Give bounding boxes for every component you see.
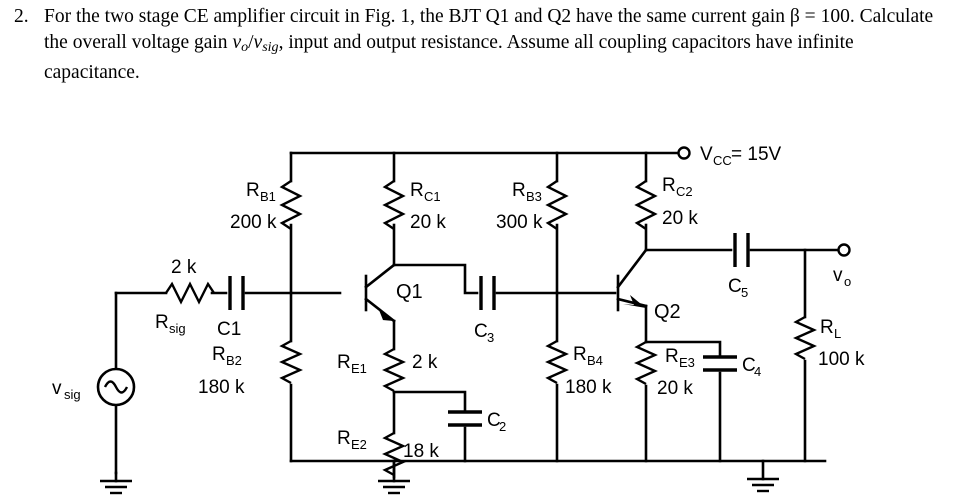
resistor-rb3: R B3 300 k xyxy=(496,180,569,233)
capacitor-c5: C 5 xyxy=(728,233,750,300)
label-c5-sub: 5 xyxy=(741,285,748,300)
symbol-vo-sub: o xyxy=(241,39,249,56)
symbol-slash: / xyxy=(248,32,254,53)
problem-line-1: For the two stage CE amplifier circuit i… xyxy=(44,6,816,27)
label-vsig-sub: sig xyxy=(64,387,81,402)
label-c1-main: C1 xyxy=(217,319,241,340)
resistor-rb4: R B4 180 k xyxy=(545,339,612,398)
label-rb1-value: 200 k xyxy=(230,212,277,233)
capacitor-c4: C 4 xyxy=(703,355,761,379)
label-rb1-sub: B1 xyxy=(260,189,276,204)
label-rl-main: R xyxy=(820,317,834,338)
label-rc2-value: 20 k xyxy=(662,208,698,229)
label-rb1-main: R xyxy=(246,180,260,201)
label-rl-sub: L xyxy=(834,326,841,341)
label-rc1-value: 20 k xyxy=(410,212,446,233)
resistor-rc1: R C1 20 k xyxy=(382,180,446,233)
label-rsig-sub: sig xyxy=(169,321,186,336)
label-rb3-main: R xyxy=(512,180,526,201)
label-rc1-sub: C1 xyxy=(424,189,441,204)
label-vsig-main: v xyxy=(52,378,62,399)
label-rc1-main: R xyxy=(410,180,424,201)
ground-source xyxy=(100,471,132,495)
label-c4-sub: 4 xyxy=(754,364,761,379)
resistor-re2: R E2 18 k xyxy=(337,428,439,477)
label-vout-main: v xyxy=(833,265,843,286)
transistor-q1: Q1 xyxy=(364,263,423,323)
problem-text: For the two stage CE amplifier circuit i… xyxy=(44,4,944,86)
label-c2-sub: 2 xyxy=(499,419,506,434)
label-re2-main: R xyxy=(337,428,351,449)
resistor-rc2: R C2 20 k xyxy=(634,175,698,230)
source-vsig: v sig xyxy=(52,367,136,407)
wire-c2-top-branch xyxy=(392,390,467,412)
vcc-terminal xyxy=(677,146,691,160)
symbol-vo-v: v xyxy=(232,32,242,53)
label-vout-sub: o xyxy=(844,274,851,289)
label-rc2-main: R xyxy=(662,175,676,196)
label-rb4-sub: B4 xyxy=(587,353,603,368)
label-rb2-main: R xyxy=(212,344,226,365)
label-vcc-value: = 15V xyxy=(731,144,782,165)
resistor-rl: R L 100 k xyxy=(793,315,865,370)
label-rb3-sub: B3 xyxy=(526,189,542,204)
resistor-rb1: R B1 200 k xyxy=(230,180,303,233)
capacitor-c3: C 3 xyxy=(474,276,496,345)
label-rb4-value: 180 k xyxy=(565,377,612,398)
problem-line-2-b: , input and output resistance. Assume al… xyxy=(278,32,667,53)
capacitor-c2: C 2 xyxy=(448,410,506,434)
label-rb4-main: R xyxy=(573,344,587,365)
label-c5-main: C xyxy=(728,276,742,297)
symbol-vsig-v: v xyxy=(253,32,263,53)
wire-c4-top-branch xyxy=(644,340,722,357)
label-rc2-sub: C2 xyxy=(676,184,693,199)
label-re3-main: R xyxy=(665,346,679,367)
capacitor-c1: C1 xyxy=(217,276,245,340)
label-rb2-value: 180 k xyxy=(198,377,245,398)
problem-statement: 2. For the two stage CE amplifier circui… xyxy=(0,0,958,86)
label-re3-value: 20 k xyxy=(657,378,693,399)
label-re2-sub: E2 xyxy=(351,437,367,452)
vout-terminal xyxy=(837,243,851,257)
label-rb2-sub: B2 xyxy=(226,353,242,368)
label-re2-value: 18 k xyxy=(403,441,439,462)
label-rsig-value: 2 k xyxy=(171,257,197,278)
label-vcc-main: V xyxy=(700,144,713,165)
resistor-re1: R E1 2 k xyxy=(337,347,438,393)
label-c3-sub: 3 xyxy=(487,330,494,345)
resistor-rb2: R B2 180 k xyxy=(198,339,303,398)
label-rb3-value: 300 k xyxy=(496,212,543,233)
label-rl-value: 100 k xyxy=(818,349,865,370)
ground-stage1 xyxy=(378,459,410,495)
circuit-schematic: v sig 2 k R sig C1 R B1 200 k R B2 xyxy=(52,144,865,495)
problem-line-2-a: 100. Calculate the overall voltage gain xyxy=(44,6,934,53)
ground-stage2 xyxy=(747,459,779,493)
transistor-q2: Q2 xyxy=(616,248,681,323)
label-re1-sub: E1 xyxy=(351,361,367,376)
symbol-vsig-sub: sig xyxy=(262,39,279,56)
label-re3-sub: E3 xyxy=(679,355,695,370)
resistor-re3: R E3 20 k xyxy=(634,340,695,399)
label-vout: v o xyxy=(833,265,851,289)
label-q1: Q1 xyxy=(396,281,423,303)
resistor-rsig: 2 k R sig xyxy=(155,257,215,336)
label-vcc-sub: CC xyxy=(713,153,732,168)
label-rsig-main: R xyxy=(155,312,169,333)
label-vcc: V CC = 15V xyxy=(700,144,782,168)
label-c3-main: C xyxy=(474,321,488,342)
wire-q1-collector-run xyxy=(392,263,479,295)
problem-number: 2. xyxy=(14,6,29,27)
label-re1-value: 2 k xyxy=(412,352,438,373)
problem-line-3: capacitors have infinite capacitance. xyxy=(44,32,854,84)
label-q2: Q2 xyxy=(654,301,681,323)
label-re1-main: R xyxy=(337,352,351,373)
label-c2-main: C xyxy=(487,410,501,431)
label-c4-main: C xyxy=(742,355,756,376)
